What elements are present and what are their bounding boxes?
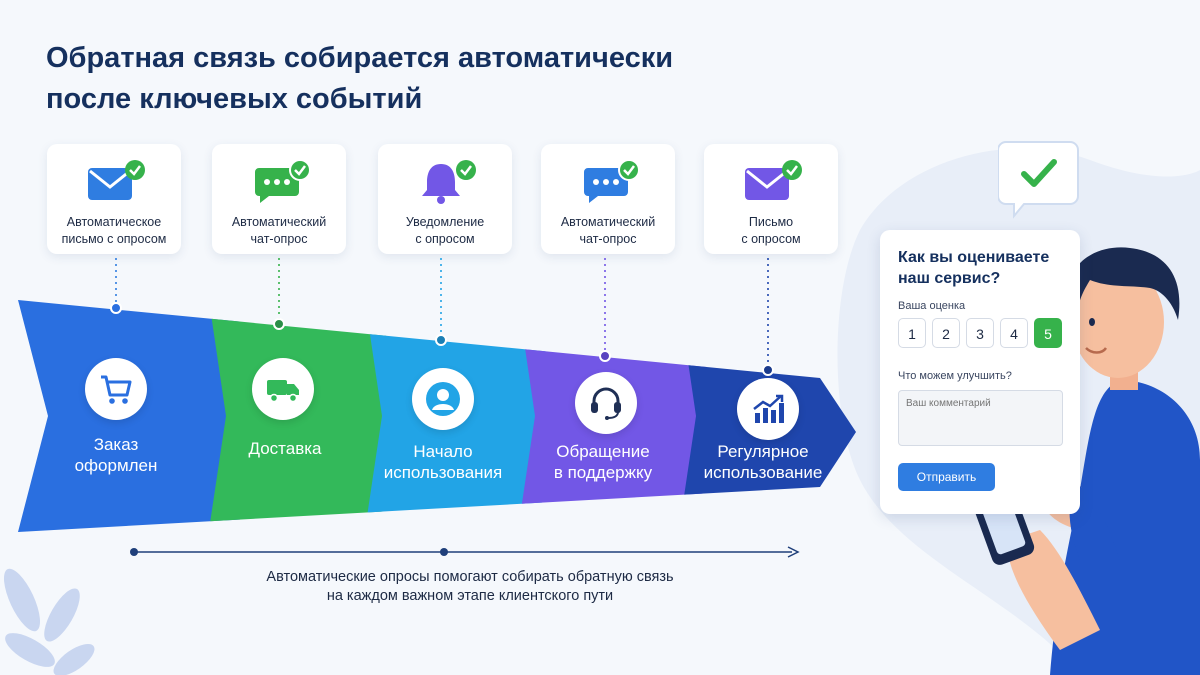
rating-option-3[interactable]: 3 xyxy=(966,318,994,348)
envelope-icon xyxy=(88,160,145,200)
check-icon xyxy=(1021,159,1057,187)
stage-band-2 xyxy=(206,300,398,532)
user-icon xyxy=(426,382,460,416)
truck-icon xyxy=(267,380,299,403)
stage-label-delivery: Доставка xyxy=(248,439,322,458)
chat-icon xyxy=(584,159,640,203)
speech-bubble-check xyxy=(998,141,1079,219)
stage-icon-start xyxy=(412,368,474,430)
stage-icon-delivery xyxy=(252,358,314,420)
improve-label: Что можем улучшить? xyxy=(898,370,1012,382)
rating-option-4[interactable]: 4 xyxy=(1000,318,1028,348)
leaf-decoration xyxy=(3,568,95,675)
stage-icon-support xyxy=(575,372,637,434)
cart-icon xyxy=(101,375,132,404)
submit-button[interactable]: Отправить xyxy=(898,463,995,491)
rating-option-2[interactable]: 2 xyxy=(932,318,960,348)
growth-chart-icon xyxy=(753,394,784,423)
connector-lines xyxy=(115,258,769,370)
rating-option-5-selected[interactable]: 5 xyxy=(1034,318,1062,348)
bell-icon xyxy=(422,160,476,204)
rating-option-1[interactable]: 1 xyxy=(898,318,926,348)
page-title: Обратная связь собирается автоматически … xyxy=(46,38,746,120)
chat-icon xyxy=(255,159,311,203)
title-line-2: после ключевых событий xyxy=(46,83,423,115)
caption: Автоматические опросы помогают собирать … xyxy=(266,569,674,604)
comment-input[interactable] xyxy=(898,390,1063,446)
person-illustration xyxy=(969,247,1200,675)
title-line-1: Обратная связь собирается автоматически xyxy=(46,42,674,74)
headset-icon xyxy=(591,387,621,420)
stage-icon-regular xyxy=(737,378,799,440)
stage-icon-order xyxy=(85,358,147,420)
timeline-arrow xyxy=(130,546,800,558)
envelope-icon xyxy=(745,160,802,200)
connector-dots xyxy=(110,302,774,376)
rating-label: Ваша оценка xyxy=(898,300,966,312)
